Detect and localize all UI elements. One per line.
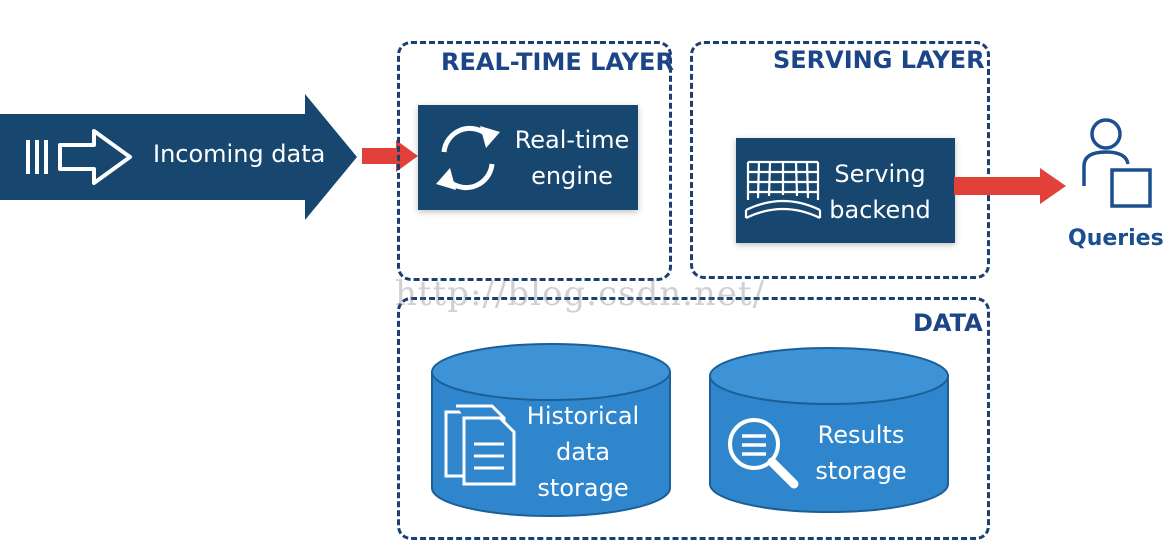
incoming-data-arrow <box>0 94 357 220</box>
arrow-backend-to-queries <box>954 168 1066 204</box>
results-storage-label: Results storage <box>815 421 907 485</box>
documents-stack-icon <box>444 404 516 486</box>
grid-stadium-icon <box>744 160 822 219</box>
incoming-arrow-icon <box>26 129 132 185</box>
data-layer-box <box>397 297 990 540</box>
incoming-data-label: Incoming data <box>153 140 326 168</box>
realtime-engine-node <box>418 105 638 210</box>
arrow-incoming-to-engine <box>362 140 418 172</box>
serving-backend-label: Serving backend <box>829 160 931 224</box>
queries-label: Queries <box>1068 226 1164 251</box>
magnifier-list-icon <box>728 418 799 489</box>
realtime-layer-box <box>397 41 672 281</box>
user-icon <box>1082 118 1152 208</box>
realtime-engine-label: Real-time engine <box>514 126 630 190</box>
data-layer-title: DATA <box>913 309 983 337</box>
serving-layer-title: SERVING LAYER <box>773 46 985 74</box>
realtime-layer-title: REAL-TIME LAYER <box>441 48 674 76</box>
refresh-cycle-icon <box>436 125 500 191</box>
serving-backend-node <box>736 138 955 243</box>
watermark-text: http://blog.csdn.net/ <box>395 274 766 314</box>
historical-storage-label: Historical data storage <box>526 402 640 502</box>
serving-layer-box <box>690 41 990 279</box>
results-storage-cylinder <box>709 347 949 513</box>
